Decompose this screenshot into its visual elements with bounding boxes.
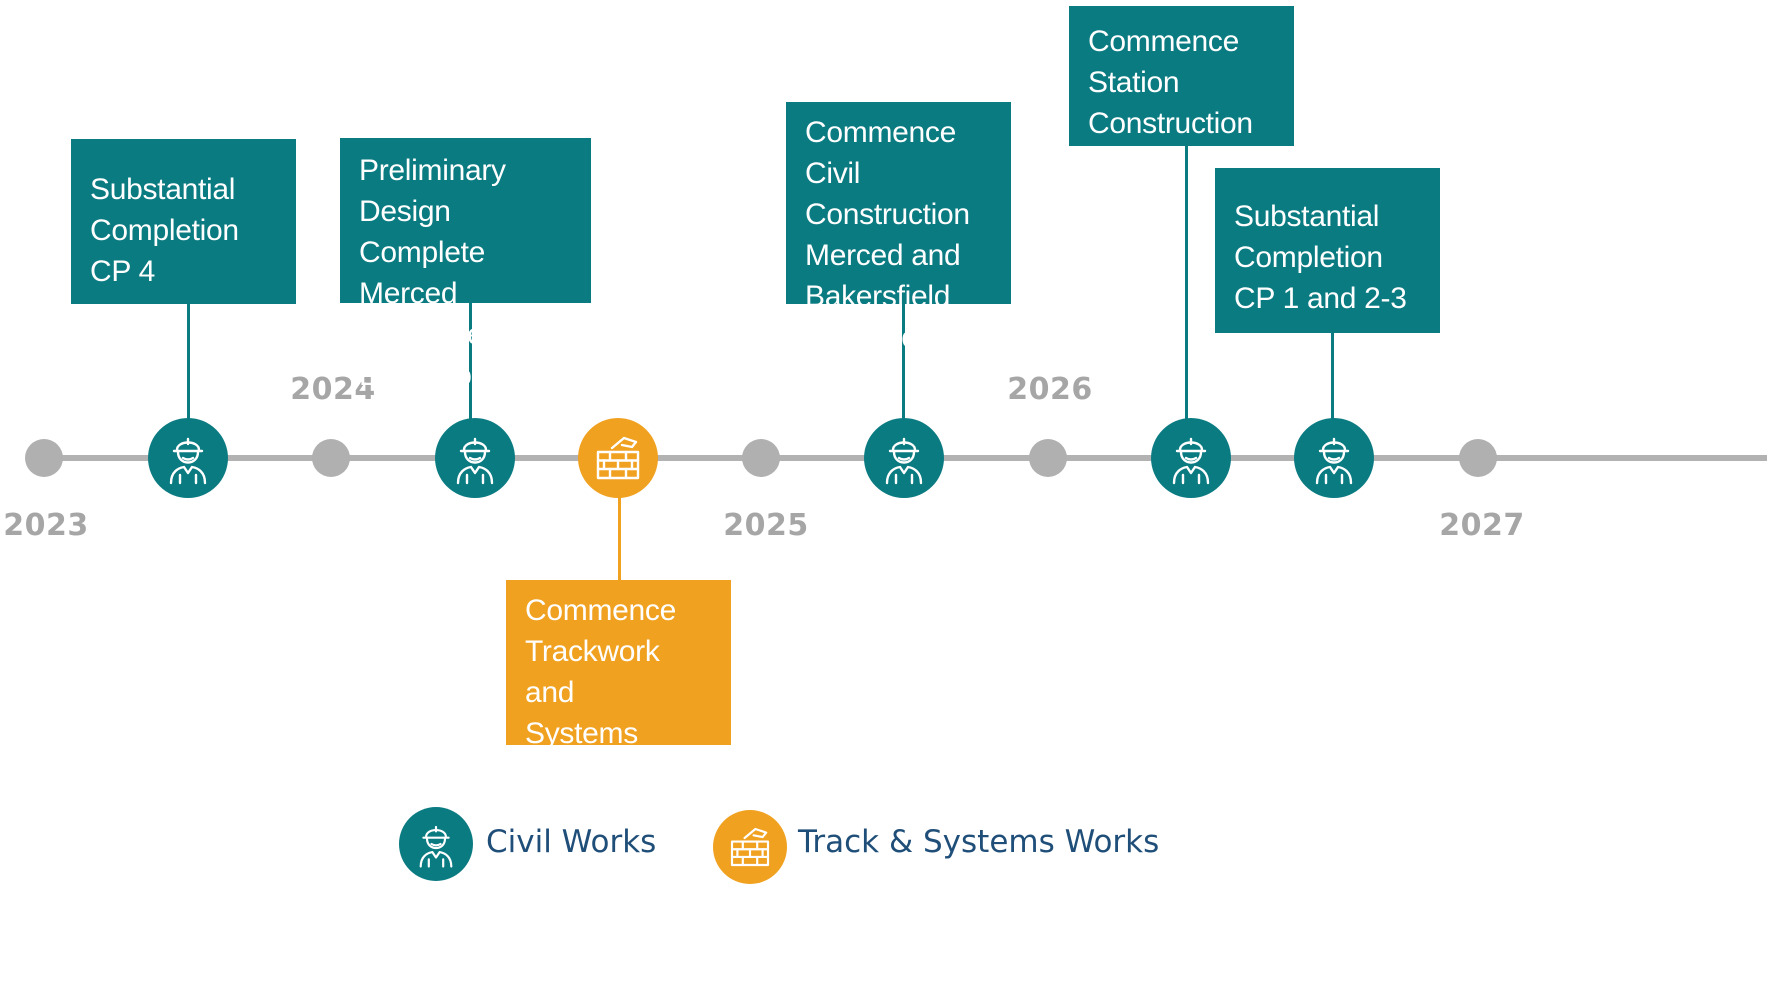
timeline-dot-3 xyxy=(742,439,780,477)
year-label-2026: 2026 xyxy=(1007,372,1093,407)
construction-worker-icon xyxy=(399,807,473,881)
milestone-box: Commence Civil Construction Merced and B… xyxy=(786,102,1011,354)
construction-worker-icon xyxy=(148,418,228,498)
milestone-box: Substantial Completion CP 4 xyxy=(71,139,296,304)
construction-worker-icon xyxy=(1151,418,1231,498)
year-label-2023: 2023 xyxy=(3,508,89,543)
milestone-box: Commence Station Construction xyxy=(1069,6,1294,146)
milestone-box: Substantial Completion CP 1 and 2-3 xyxy=(1215,168,1440,333)
milestone-box: Commence Trackwork and Systems Construct… xyxy=(506,580,731,791)
construction-worker-icon xyxy=(435,418,515,498)
timeline-dot-1 xyxy=(25,439,63,477)
legend-label-track-systems-works: Track & Systems Works xyxy=(798,824,1160,860)
year-label-2027: 2027 xyxy=(1439,508,1525,543)
year-label-2025: 2025 xyxy=(723,508,809,543)
construction-worker-icon xyxy=(864,418,944,498)
milestone-box: Preliminary Design Complete Merced and B… xyxy=(340,138,591,392)
construction-worker-icon xyxy=(1294,418,1374,498)
connector-line xyxy=(1331,332,1334,423)
connector-line xyxy=(1185,145,1188,423)
connector-line xyxy=(618,495,621,580)
timeline-dot-2 xyxy=(312,439,350,477)
timeline-dot-5 xyxy=(1459,439,1497,477)
year-label-2024: 2024 xyxy=(290,372,376,407)
connector-line xyxy=(469,302,472,423)
connector-line xyxy=(187,303,190,423)
brick-wall-icon xyxy=(578,418,658,498)
legend-label-civil-works: Civil Works xyxy=(486,824,657,860)
brick-wall-icon xyxy=(713,810,787,884)
connector-line xyxy=(902,303,905,423)
timeline-dot-4 xyxy=(1029,439,1067,477)
